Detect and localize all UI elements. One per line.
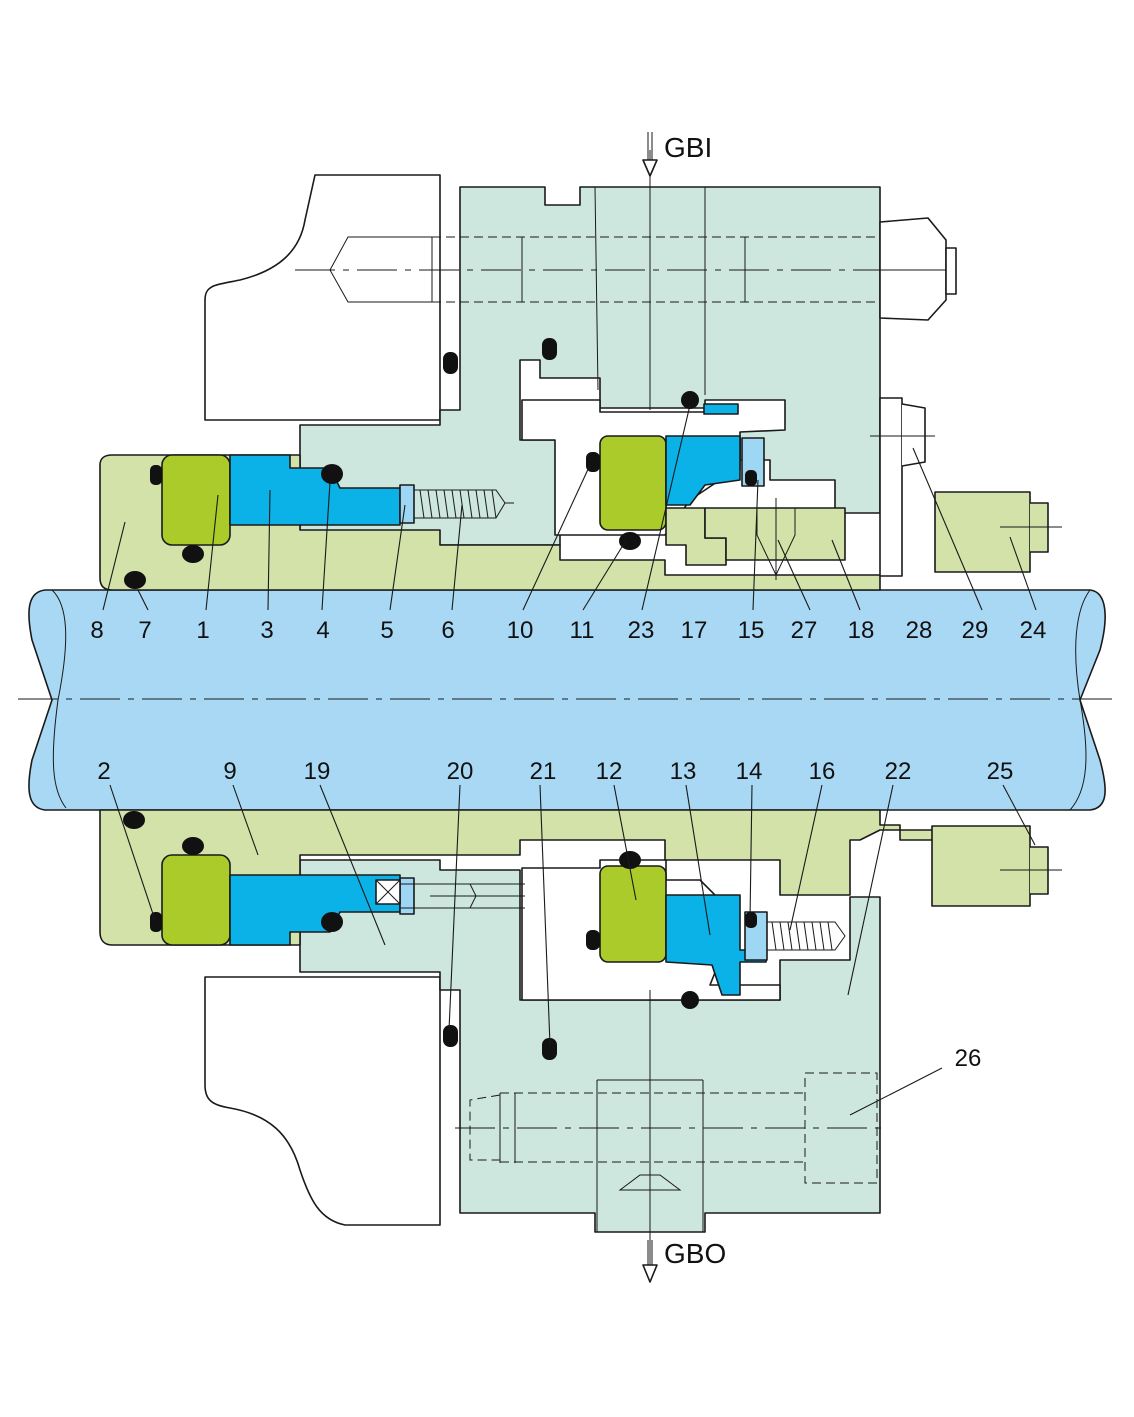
gbi-arrow xyxy=(642,132,658,177)
part-label-16: 16 xyxy=(809,758,836,785)
part-label-23: 23 xyxy=(628,617,655,644)
part-label-11: 11 xyxy=(570,617,595,644)
part-label-14: 14 xyxy=(736,758,763,785)
gbo-arrow xyxy=(642,1240,658,1283)
part-label-20: 20 xyxy=(447,758,474,785)
part-label-25: 25 xyxy=(987,758,1014,785)
seat-3 xyxy=(229,454,401,526)
spring-6 xyxy=(414,489,514,519)
part-label-1: 1 xyxy=(196,617,209,644)
leader-lines xyxy=(102,404,1037,1116)
part-label-13: 13 xyxy=(670,758,697,785)
part-label-28: 28 xyxy=(906,617,933,644)
stud-top xyxy=(295,217,960,321)
part-label-29: 29 xyxy=(962,617,989,644)
part-label-19: 19 xyxy=(304,758,331,785)
part-label-17: 17 xyxy=(681,617,708,644)
pin-top xyxy=(703,403,739,415)
carbon-ring-1 xyxy=(161,454,231,546)
nut-top xyxy=(879,217,947,321)
spring-retainer-5 xyxy=(399,484,415,524)
shaft xyxy=(28,589,1106,811)
oring-housing xyxy=(443,352,458,374)
part-label-21: 21 xyxy=(530,758,557,785)
part-label-27: 27 xyxy=(791,617,818,644)
gland-housing-bottom xyxy=(299,859,881,1233)
part-label-5: 5 xyxy=(380,617,393,644)
plate-28 xyxy=(879,397,903,577)
part-label-12: 12 xyxy=(596,758,623,785)
part-labels-top: 8 7 1 3 4 5 6 10 11 23 17 15 27 18 28 29… xyxy=(90,617,1046,644)
orings-bottom xyxy=(123,811,757,1060)
part-label-2: 2 xyxy=(97,758,110,785)
spring-16 xyxy=(767,921,846,951)
part-label-6: 6 xyxy=(441,617,454,644)
bolt-bottom xyxy=(455,1072,885,1184)
part-label-18: 18 xyxy=(848,617,875,644)
pump-casing-bottom xyxy=(204,976,441,1226)
orings-top xyxy=(124,338,757,589)
seat-13 xyxy=(665,894,767,996)
pump-casing-top xyxy=(204,174,441,421)
part-label-10: 10 xyxy=(507,617,534,644)
part-label-8: 8 xyxy=(90,617,103,644)
seat-inner-top xyxy=(665,435,741,506)
part-label-7: 7 xyxy=(138,617,151,644)
carbon-ring-12 xyxy=(599,865,667,963)
sleeve-18 xyxy=(704,507,846,561)
part-label-24: 24 xyxy=(1020,617,1047,644)
setscrew-27 xyxy=(756,507,796,577)
part-label-22: 22 xyxy=(885,758,912,785)
part-label-26: 26 xyxy=(955,1045,982,1072)
carbon-ring-inner-top xyxy=(599,435,667,531)
part-labels-bottom: 2 9 19 20 21 12 13 14 16 22 25 26 xyxy=(97,758,1013,1072)
gbo-port-label: GBO xyxy=(664,1238,726,1269)
part-label-4: 4 xyxy=(316,617,329,644)
part-label-3: 3 xyxy=(260,617,273,644)
carbon-ring-2 xyxy=(161,854,231,946)
part-label-9: 9 xyxy=(223,758,236,785)
collar-24 xyxy=(934,491,1031,573)
part-label-15: 15 xyxy=(738,617,765,644)
gbi-port-label: GBI xyxy=(664,132,712,163)
collar-25 xyxy=(931,825,1031,907)
